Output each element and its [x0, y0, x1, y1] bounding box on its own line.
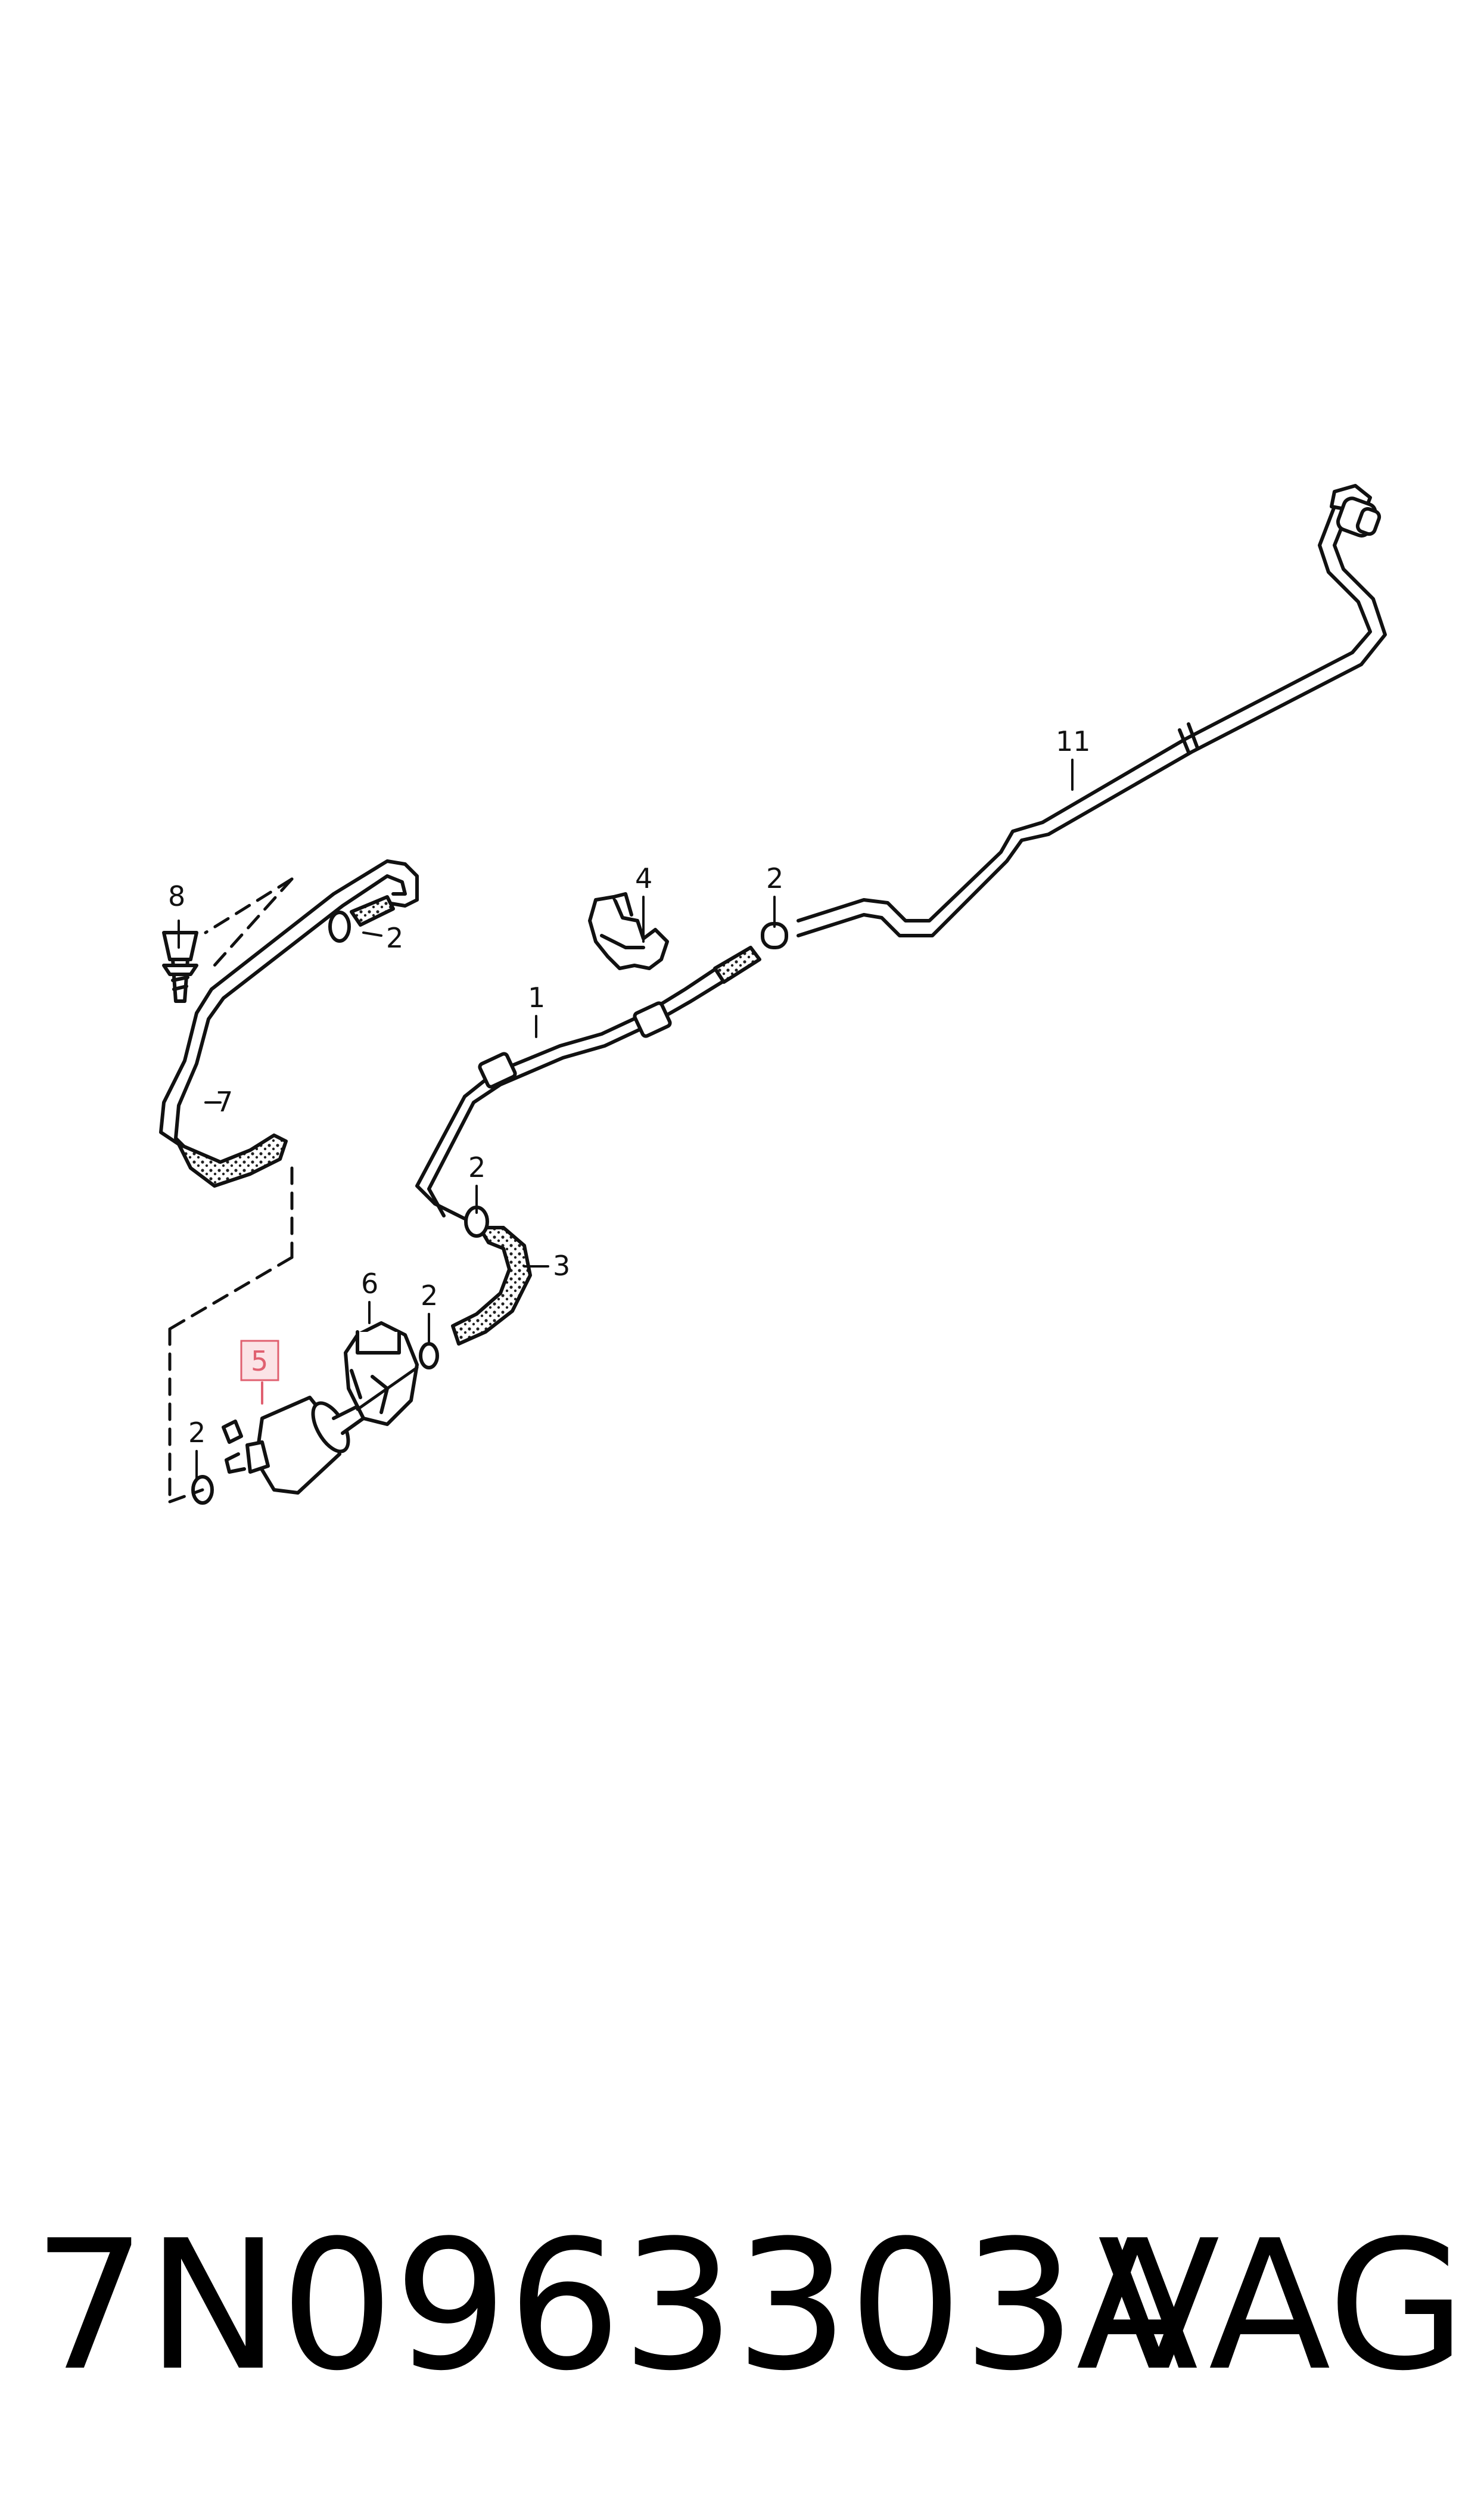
clamp-6 [419, 1342, 439, 1369]
callout-2: 2 [766, 862, 783, 894]
connector-11 [1330, 484, 1382, 538]
hose-7-upper [350, 895, 395, 927]
fuel-line-1 [415, 964, 732, 1220]
fuel-filter-5 [222, 1396, 365, 1495]
callout-4: 4 [635, 862, 652, 894]
callout-1: 1 [528, 981, 545, 1014]
callout-2: 2 [188, 1417, 206, 1449]
callout-3: 3 [553, 1250, 570, 1282]
callout-5-highlight [240, 1340, 279, 1381]
hose-7 [177, 1133, 288, 1188]
sleeve [633, 1001, 672, 1038]
assembly-lines [168, 877, 294, 1504]
callout-7: 7 [216, 1086, 233, 1118]
filter-holder-6 [344, 1321, 419, 1426]
callout-2: 2 [421, 1279, 438, 1312]
callout-2: 2 [386, 922, 403, 954]
fuel-line-11 [797, 505, 1387, 937]
fuel-line-7 [159, 859, 419, 1155]
hose-upper [713, 946, 761, 984]
callout-6: 6 [361, 1268, 378, 1300]
callout-11: 11 [1056, 725, 1091, 757]
callout-5: 5 [251, 1345, 268, 1377]
brand-name: VAG [1097, 2202, 1466, 2410]
screw-clip-8 [162, 931, 198, 1003]
part-number: 7N0963303A [33, 2202, 1199, 2410]
hose-3 [451, 1226, 532, 1346]
leader-lines [178, 759, 1074, 1479]
callout-8: 8 [168, 880, 185, 912]
sleeve [478, 1052, 517, 1089]
clamp-7 [328, 911, 351, 943]
clip-bracket-4 [588, 892, 669, 970]
callout-2: 2 [468, 1151, 486, 1184]
